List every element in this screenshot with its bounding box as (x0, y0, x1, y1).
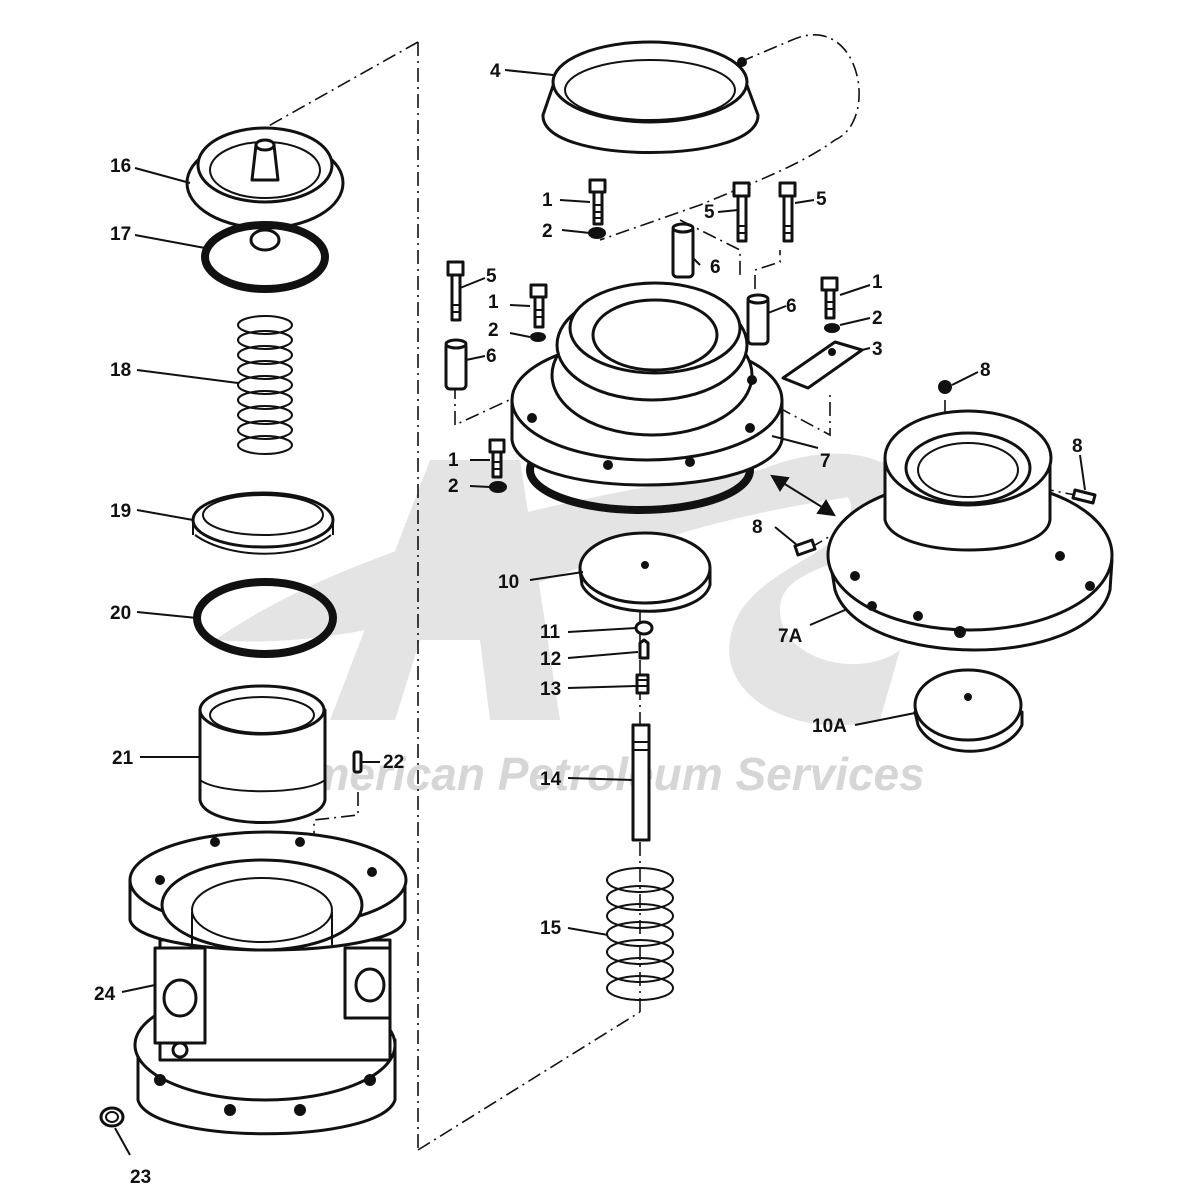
part-5-bolt-c (446, 260, 465, 322)
part-6-dowel-a (671, 222, 695, 279)
callout-7a: 7A (778, 626, 803, 647)
callout-14: 14 (540, 769, 562, 790)
part-7a-flange (826, 409, 1114, 652)
part-1-bolt-b (529, 283, 548, 329)
part-2-washer-d (489, 481, 507, 493)
part-22-pin (352, 750, 363, 774)
bolt-left-pattern-line (454, 385, 521, 427)
callout-2: 2 (542, 221, 553, 242)
callout-22: 22 (383, 752, 404, 773)
part-1-bolt-a (588, 178, 607, 226)
callout-10: 10 (498, 572, 519, 593)
part-16-bonnet (185, 126, 345, 252)
part-1-bolt-c (820, 276, 839, 320)
callout-1: 1 (488, 292, 499, 313)
callout-7: 7 (820, 451, 831, 472)
part-10a-cap (913, 668, 1024, 753)
part-15-spring (606, 867, 674, 1001)
callout-23: 23 (130, 1167, 151, 1188)
part-14-stem (631, 723, 651, 842)
part-11-nut (634, 620, 654, 636)
callout-2: 2 (872, 308, 883, 329)
part-5-bolt-a (732, 181, 751, 243)
aps-letter-a-shape (330, 460, 560, 720)
callout-12: 12 (540, 649, 561, 670)
bolt-right-pattern-line (754, 250, 781, 315)
part-18-spring (237, 315, 293, 455)
callout-15: 15 (540, 918, 562, 939)
top-left-diagonal-line (264, 41, 419, 129)
callout-13: 13 (540, 679, 561, 700)
callout-8: 8 (980, 360, 991, 381)
part-4-cover (541, 40, 760, 154)
callout-3: 3 (872, 339, 883, 360)
part-19-packing-ring (191, 491, 335, 555)
callout-18: 18 (110, 360, 131, 381)
callout-1: 1 (542, 190, 553, 211)
part-17-o-ring (201, 221, 329, 293)
callout-20: 20 (110, 603, 131, 624)
dowel-pattern-line (679, 219, 741, 275)
part-24-valve-body (128, 830, 408, 1136)
callout-5: 5 (704, 202, 715, 223)
callout-24: 24 (94, 984, 116, 1005)
part-6-dowel-c (444, 338, 468, 391)
part-10-plate (578, 531, 712, 613)
callout-6: 6 (710, 257, 721, 278)
callout-2: 2 (448, 476, 459, 497)
callout-19: 19 (110, 501, 131, 522)
part-12-pin (638, 638, 650, 660)
part-21-sleeve (198, 684, 327, 824)
callout-1: 1 (872, 272, 883, 293)
callout-21: 21 (112, 748, 134, 769)
callout-6: 6 (486, 346, 497, 367)
part-3-plate (781, 340, 864, 390)
part-8-screw-b (1071, 488, 1097, 505)
callout-5: 5 (816, 189, 827, 210)
part-2-washer-a (588, 227, 606, 239)
watermark-company-text: American Petroleum Services (274, 748, 924, 800)
bottom-diagonal-line (417, 1011, 641, 1151)
callout-8: 8 (1072, 436, 1083, 457)
callout-5: 5 (486, 266, 497, 287)
callout-4: 4 (490, 61, 501, 82)
swap-arrow (770, 474, 836, 517)
callout-1: 1 (448, 450, 459, 471)
part-7-flange (510, 281, 784, 514)
callout-10a: 10A (812, 716, 847, 737)
part-2-washer-b (530, 332, 546, 342)
leader-lines (114, 69, 1086, 1156)
callout-2: 2 (488, 320, 499, 341)
callout-8: 8 (752, 517, 763, 538)
callout-labels: 4 1 2 5 5 6 5 1 2 6 6 1 2 3 8 8 8 7 1 2 … (94, 61, 1083, 1188)
part-8-screw-a (938, 380, 952, 394)
part-6-dowel-b (746, 293, 770, 346)
callout-11: 11 (540, 622, 561, 643)
part-5-bolt-b (778, 181, 797, 243)
part-2-washer-c (824, 323, 840, 333)
part-23-plug (99, 1106, 125, 1128)
callout-6: 6 (786, 296, 797, 317)
callout-16: 16 (110, 156, 131, 177)
part-13-spring (635, 673, 650, 695)
part-1-bolt-d (488, 438, 506, 479)
part-8-screw-c (793, 538, 817, 557)
callout-17: 17 (110, 224, 131, 245)
